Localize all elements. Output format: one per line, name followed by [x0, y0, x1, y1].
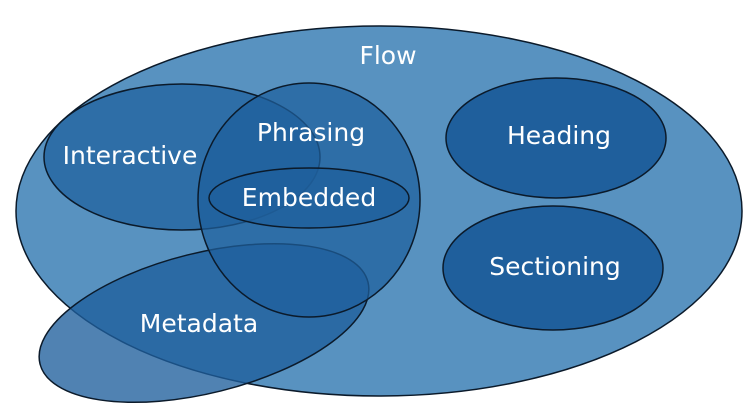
sectioning-set [442, 205, 664, 331]
embedded-set [208, 167, 410, 229]
heading-set [445, 77, 667, 199]
phrasing-label: Phrasing [257, 118, 365, 147]
heading-label: Heading [507, 121, 611, 150]
flow-label: Flow [359, 41, 416, 70]
metadata-label: Metadata [140, 309, 258, 338]
sectioning-label: Sectioning [489, 252, 621, 281]
interactive-label: Interactive [63, 141, 198, 170]
embedded-label: Embedded [242, 183, 376, 212]
